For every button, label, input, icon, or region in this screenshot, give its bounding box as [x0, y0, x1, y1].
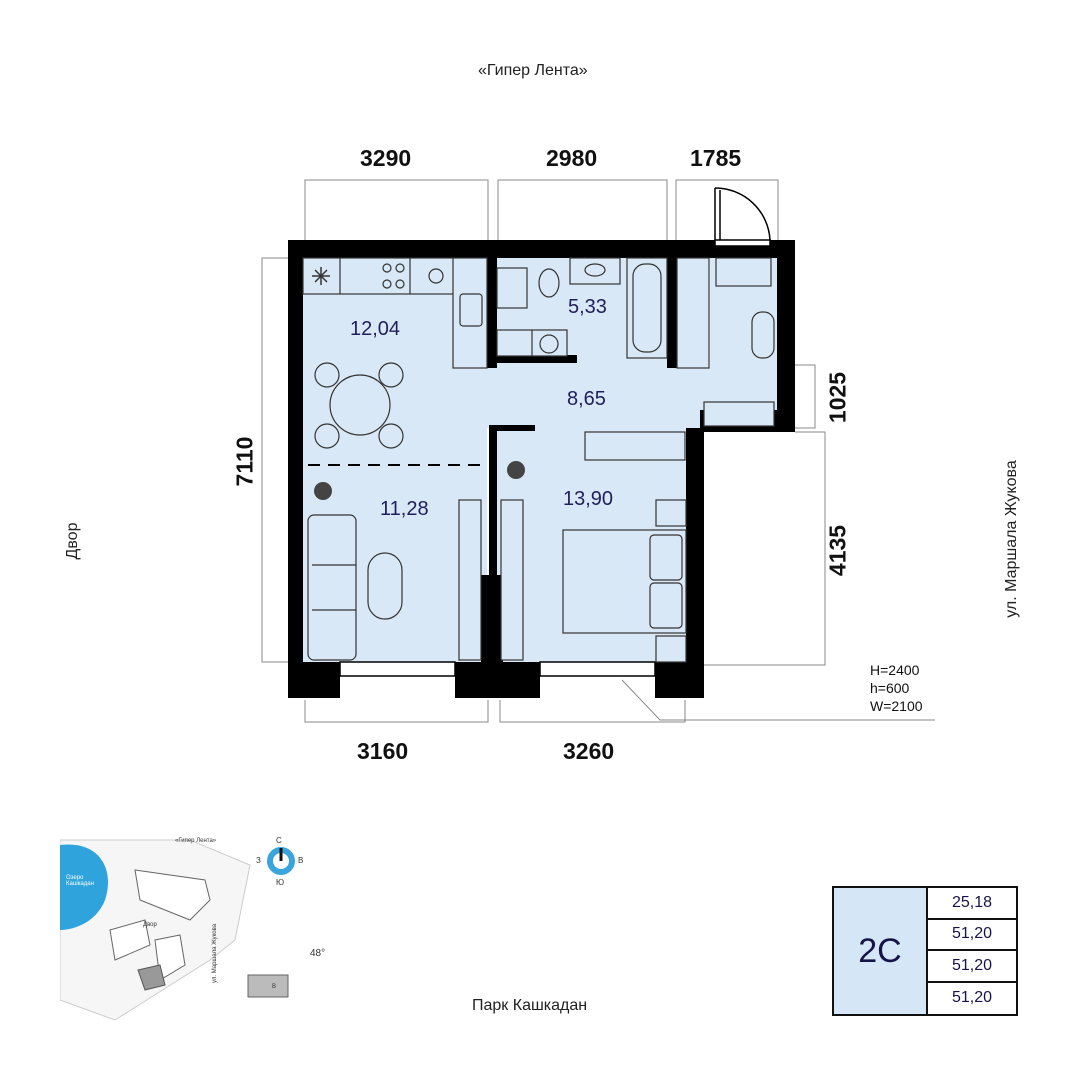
room-living-area: 11,28: [380, 498, 429, 520]
spec-sill-height: h=600: [870, 680, 910, 696]
compass-east: В: [298, 856, 304, 865]
windows: [339, 239, 771, 677]
dim-top-3: 1785: [690, 145, 742, 171]
dim-bottom-2: 3260: [563, 738, 615, 764]
minimap-yard-label: Двор: [143, 922, 157, 928]
dim-top-2: 2980: [546, 145, 598, 171]
area-living: 25,18: [928, 888, 1016, 920]
spec-ceiling-height: H=2400: [870, 662, 920, 678]
plant-icons: [314, 461, 525, 500]
dimension-lines: [261, 179, 935, 723]
street-bottom-label: Парк Кашкадан: [472, 997, 588, 1014]
area-total-3: 51,20: [951, 989, 993, 1007]
balcony-door: [714, 187, 771, 241]
minimap-angle-label: 48°: [310, 948, 326, 959]
spec-window-width: W=2100: [870, 698, 923, 714]
room-kitchen-area: 12,04: [350, 318, 401, 340]
site-minimap: [60, 839, 289, 1021]
compass-west: З: [256, 856, 261, 865]
walls: [288, 240, 795, 698]
room-bedroom-area: 13,90: [563, 488, 614, 510]
room-hall-area: 8,65: [567, 388, 606, 410]
fridge-icon: [312, 267, 330, 285]
dim-bottom-1: 3160: [357, 738, 409, 764]
compass-icon: [267, 847, 295, 875]
bathroom-fixtures: [496, 257, 668, 359]
street-top-label: «Гипер Лента»: [478, 62, 588, 79]
compass-south: Ю: [276, 878, 285, 887]
compass-north: С: [276, 836, 282, 845]
minimap-selected-section: [137, 964, 166, 991]
dining-table: [314, 362, 404, 449]
apartment-type: 2С: [834, 888, 928, 1014]
dim-top-1: 3290: [360, 145, 412, 171]
hall-wardrobe: [584, 257, 775, 461]
minimap-top-road-label: «Гипер Лента»: [175, 838, 217, 844]
apartment-badge: 2С 25,18 51,20 51,20 51,20: [832, 886, 1018, 1016]
bed: [562, 499, 687, 663]
living-furniture: [307, 499, 524, 661]
minimap-section-label: В: [272, 984, 277, 990]
area-total-1: 51,20: [928, 920, 1016, 951]
minimap-lake-label: Озеро Кашкадан: [66, 875, 94, 887]
room-bathroom-area: 5,33: [568, 296, 607, 318]
area-total-2: 51,20: [928, 951, 1016, 983]
minimap-street-label: ул. Маршала Жукова: [212, 923, 218, 983]
